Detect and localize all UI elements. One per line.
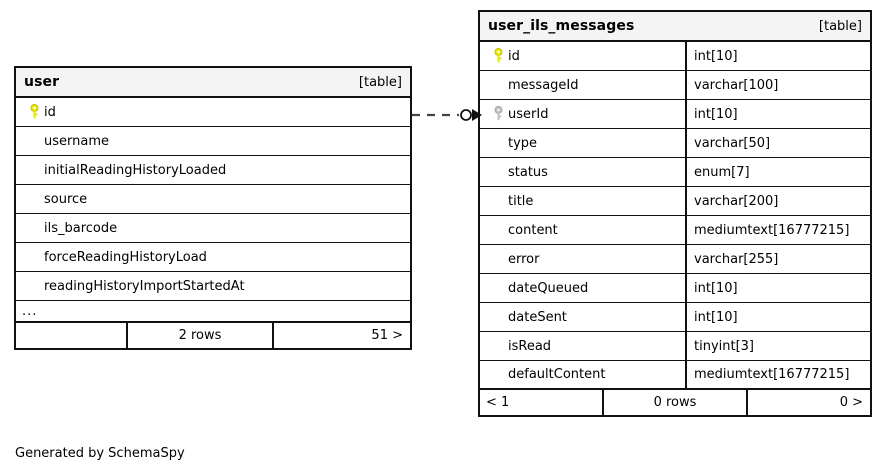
column-name: dateQueued [508,280,589,296]
table-node-user-ils-messages[interactable]: user_ils_messages [table] id in [478,10,872,417]
table-node-user[interactable]: user [table] id [14,66,412,350]
more-columns-indicator: ... [16,301,410,323]
table-footer-user-ils-messages: < 1 0 rows 0 > [480,390,870,415]
foreign-key-icon [488,106,508,122]
column-name: ils_barcode [44,220,118,236]
column-name: error [508,251,540,267]
table-type-tag: [table] [358,74,402,90]
column-name: status [508,164,548,180]
column-type: tinyint[3] [685,332,870,360]
table-row[interactable]: id [16,98,410,127]
column-type: int[10] [685,274,870,302]
column-name: username [44,133,109,149]
table-row[interactable]: source [16,185,410,214]
table-row[interactable]: username [16,127,410,156]
table-header-user-ils-messages: user_ils_messages [table] [480,12,870,42]
table-header-user: user [table] [16,68,410,98]
generator-caption: Generated by SchemaSpy [15,446,185,461]
footer-prev-link[interactable]: < 1 [486,395,510,410]
column-type: int[10] [685,303,870,331]
table-row[interactable]: dateQueued int[10] [480,274,870,303]
table-row[interactable]: isRead tinyint[3] [480,332,870,361]
table-row[interactable]: id int[10] [480,42,870,71]
table-row[interactable]: userId int[10] [480,100,870,129]
column-type: varchar[50] [685,129,870,157]
table-row[interactable]: ils_barcode [16,214,410,243]
table-row[interactable]: forceReadingHistoryLoad [16,243,410,272]
column-name: readingHistoryImportStartedAt [44,278,245,294]
column-name: defaultContent [508,367,606,382]
column-type: varchar[200] [685,187,870,215]
column-name: source [44,191,88,207]
footer-prev-link[interactable] [16,323,126,348]
column-type: int[10] [685,100,870,128]
column-name: type [508,135,538,151]
column-name: messageId [508,77,579,93]
column-list-user: id username initialReadingHistoryLoaded [16,98,410,323]
table-row[interactable]: status enum[7] [480,158,870,187]
column-name: forceReadingHistoryLoad [44,249,207,265]
table-row[interactable]: dateSent int[10] [480,303,870,332]
column-name: id [508,48,520,64]
footer-next-link[interactable]: 0 > [839,395,863,410]
column-name: content [508,222,558,238]
table-row[interactable]: type varchar[50] [480,129,870,158]
column-type: int[10] [685,42,870,70]
table-name-label: user [24,74,60,90]
column-name: isRead [508,338,552,354]
table-row[interactable]: defaultContent mediumtext[16777215] [480,361,870,390]
footer-next-link[interactable]: 51 > [371,328,403,343]
table-row[interactable]: readingHistoryImportStartedAt [16,272,410,301]
column-name: id [44,104,56,120]
table-row[interactable]: messageId varchar[100] [480,71,870,100]
footer-row-count: 0 rows [602,390,748,415]
column-name: initialReadingHistoryLoaded [44,162,227,178]
primary-key-icon [24,104,44,120]
table-footer-user: 2 rows 51 > [16,323,410,348]
column-type: varchar[100] [685,71,870,99]
primary-key-icon [488,48,508,64]
table-row[interactable]: initialReadingHistoryLoaded [16,156,410,185]
column-type: enum[7] [685,158,870,186]
column-name: dateSent [508,309,567,325]
table-name-label: user_ils_messages [488,18,635,34]
column-name: userId [508,106,549,122]
footer-row-count: 2 rows [126,323,274,348]
relationship-connector-user-to-user-ils-messages [412,109,482,121]
table-row[interactable]: title varchar[200] [480,187,870,216]
column-type: mediumtext[16777215] [685,361,870,388]
column-type: mediumtext[16777215] [685,216,870,244]
column-list-user-ils-messages: id int[10] messageId varchar[100] [480,42,870,390]
column-name: title [508,193,534,209]
column-type: varchar[255] [685,245,870,273]
table-row[interactable]: content mediumtext[16777215] [480,216,870,245]
table-row[interactable]: error varchar[255] [480,245,870,274]
table-type-tag: [table] [818,18,862,34]
relationship-optional-marker [460,109,472,121]
